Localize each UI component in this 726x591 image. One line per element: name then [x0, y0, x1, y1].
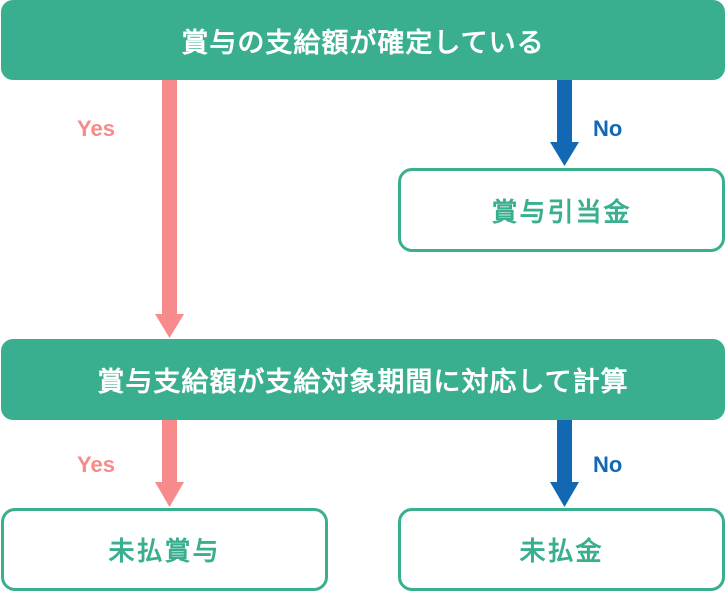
- edge-label-q1-no: No: [593, 116, 623, 141]
- result-unpaid-expense-text: 未払金: [519, 537, 604, 567]
- question-bonus-amount-fixed-text: 賞与の支給額が確定している: [181, 27, 545, 59]
- result-bonus-reserve: 賞与引当金: [398, 168, 725, 252]
- question-bonus-amount-fixed: 賞与の支給額が確定している: [1, 0, 725, 80]
- arrow-q1-no: [550, 78, 579, 166]
- result-unpaid-bonus-text: 未払賞与: [108, 537, 221, 567]
- arrow-q2-no: [550, 418, 579, 507]
- edge-label-q2-no: No: [593, 452, 623, 477]
- result-unpaid-bonus: 未払賞与: [1, 508, 328, 591]
- edge-label-q1-yes: Yes: [77, 116, 115, 141]
- question-calculated-per-period: 賞与支給額が支給対象期間に対応して計算: [1, 339, 725, 420]
- arrow-q2-yes: [155, 418, 184, 507]
- edge-label-q2-yes: Yes: [77, 452, 115, 477]
- arrow-q1-yes: [155, 78, 184, 338]
- result-bonus-reserve-text: 賞与引当金: [491, 197, 632, 228]
- result-unpaid-expense: 未払金: [398, 508, 725, 591]
- question-calculated-per-period-text: 賞与支給額が支給対象期間に対応して計算: [97, 367, 629, 398]
